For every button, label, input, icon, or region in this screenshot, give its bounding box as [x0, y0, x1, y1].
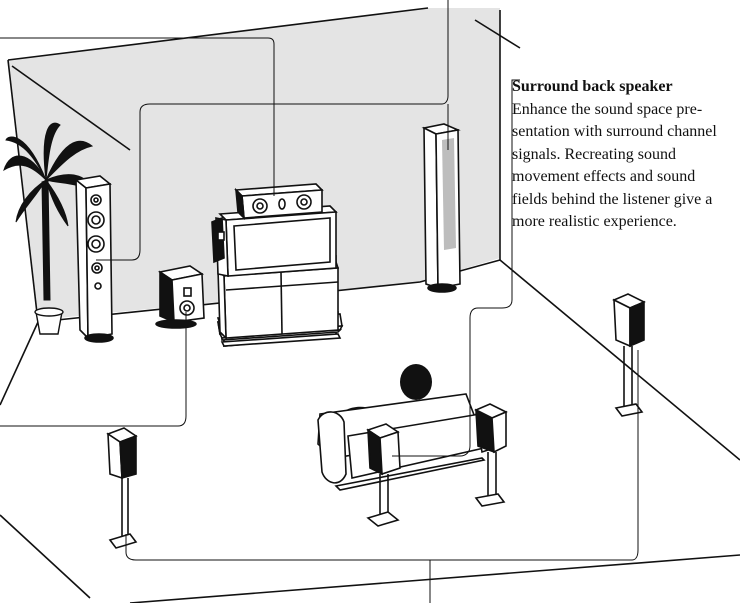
surround-left-speaker: [108, 428, 136, 548]
callout-line: movement effects and sound: [512, 166, 740, 189]
floor-front-edge: [0, 515, 90, 598]
tv-screen-unit: [212, 206, 336, 276]
front-left-speaker: [76, 176, 113, 342]
center-speaker: [236, 184, 322, 218]
floor-left-edge: [0, 322, 38, 405]
callout-title: Surround back speaker: [512, 76, 740, 99]
subwoofer: [156, 266, 204, 328]
surround-back-speaker-right: [614, 294, 644, 416]
floor-right-edge: [500, 260, 740, 460]
surround-back-callout: Surround back speaker Enhance the sound …: [512, 76, 740, 234]
front-right-speaker: [424, 124, 460, 292]
callout-line: signals. Recreating sound: [512, 144, 740, 167]
surround-right-speaker: [476, 404, 506, 506]
sofa: [318, 394, 496, 490]
callout-line: more realistic experience.: [512, 211, 740, 234]
callout-line: fields behind the listener give a: [512, 189, 740, 212]
callout-line: sentation with surround channel: [512, 121, 740, 144]
floor-bottom-edge: [130, 555, 740, 603]
callout-line: Enhance the sound space pre-: [512, 99, 740, 122]
